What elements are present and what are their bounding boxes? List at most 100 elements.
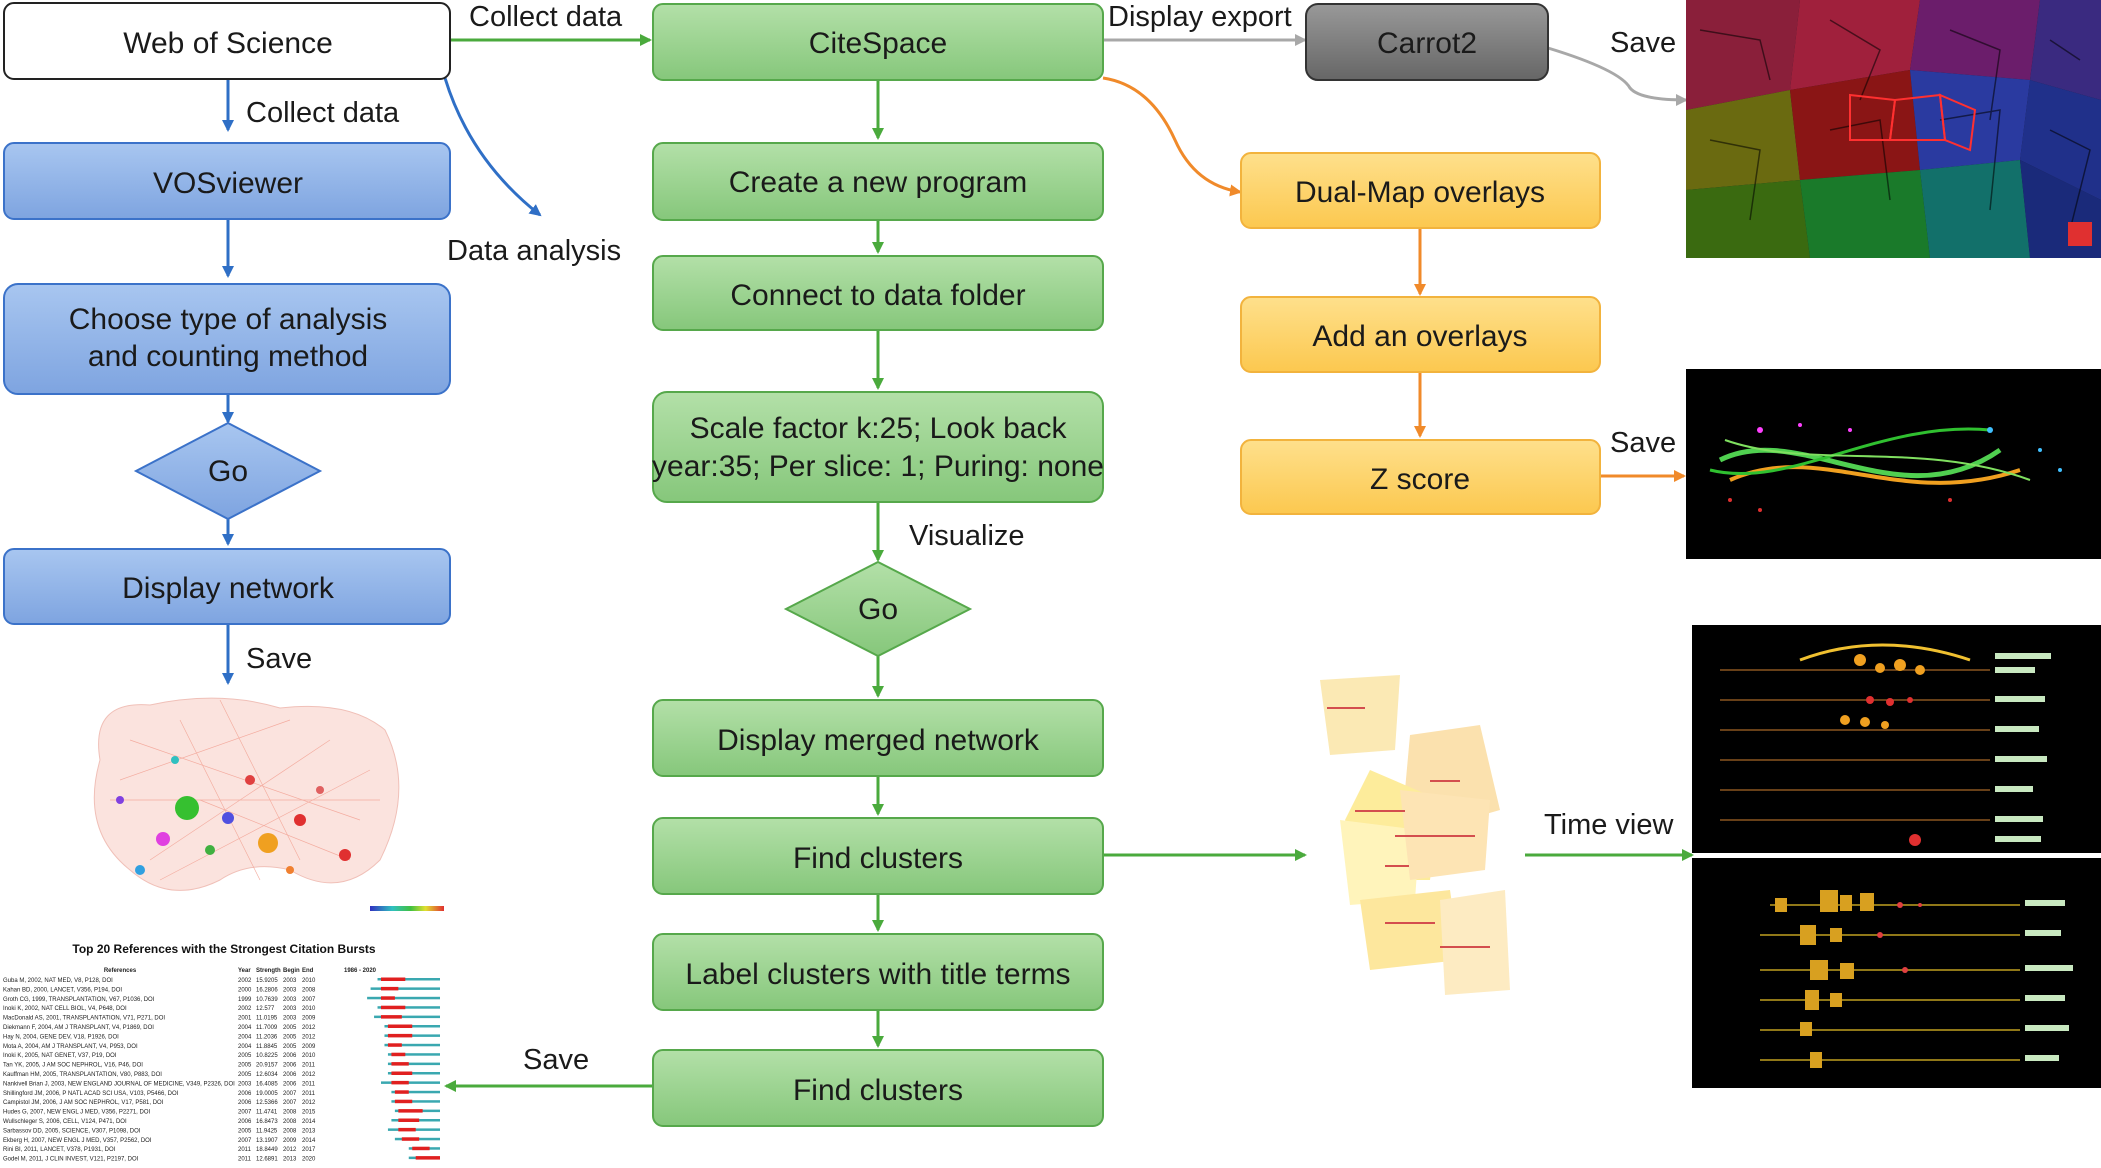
burst-end: 2009 [302, 1044, 316, 1050]
burst-year: 2006 [238, 1119, 252, 1125]
edge-cite-dualmap [1102, 76, 1242, 197]
burst-year: 2000 [238, 987, 252, 993]
node-create-program: Create a new program [652, 142, 1104, 221]
node-vosviewer: VOSviewer [3, 142, 451, 220]
burst-reference: Campistol JM, 2006, J AM SOC NEPHROL, V1… [3, 1100, 164, 1106]
node-citespace: CiteSpace [652, 3, 1104, 81]
node-go-left: Go [133, 421, 323, 521]
burst-year: 2003 [238, 1081, 252, 1087]
burst-reference: Hay N, 2004, GENE DEV, V18, P1926, DOI [3, 1034, 119, 1040]
burst-begin: 2003 [283, 1016, 297, 1022]
burst-begin: 2006 [283, 1072, 297, 1078]
svg-text:Display merged network: Display merged network [717, 724, 1040, 757]
burst-end: 2012 [302, 1025, 316, 1031]
burst-year: 2006 [238, 1091, 252, 1097]
label-save-bursts: Save [523, 1044, 589, 1076]
svg-text:Find clusters: Find clusters [793, 1074, 963, 1107]
burst-strength: 16.8473 [256, 1119, 278, 1125]
burst-strength-bar [394, 1099, 413, 1104]
svg-text:Carrot2: Carrot2 [1377, 27, 1477, 60]
burst-row: Guba M, 2002, NAT MED, V8, P128, DOI 2002… [3, 977, 440, 984]
burst-begin: 2008 [283, 1128, 297, 1134]
burst-timeline-bar [377, 978, 440, 981]
node-web-of-science: Web of Science [3, 2, 451, 80]
burst-end: 2011 [302, 1081, 316, 1087]
burst-row: Nankivell Brian J, 2003, NEW ENGLAND JOU… [3, 1080, 440, 1087]
svg-text:Z score: Z score [1370, 463, 1470, 496]
node-z-score: Z score [1240, 439, 1601, 515]
burst-end: 2011 [302, 1091, 316, 1097]
burst-row: Godel M, 2011, J CLIN INVEST, V121, P219… [3, 1156, 440, 1163]
burst-strength: 16.4085 [256, 1081, 278, 1087]
burst-strength: 19.0005 [256, 1091, 278, 1097]
burst-reference: Guba M, 2002, NAT MED, V8, P128, DOI [3, 978, 113, 984]
burst-year: 2007 [238, 1110, 252, 1116]
burst-row: Campistol JM, 2006, J AM SOC NEPHROL, V1… [3, 1099, 440, 1106]
burst-row: Sarbassov DD, 2005, SCIENCE, V307, P1098… [3, 1127, 440, 1134]
burst-strength-bar [391, 1052, 406, 1057]
burst-strength-bar [412, 1146, 430, 1151]
burst-strength-bar [391, 1080, 409, 1085]
edges [222, 34, 1694, 1092]
svg-text:Add an overlays: Add an overlays [1312, 320, 1527, 353]
burst-row: Kauffman HM, 2005, TRANSPLANTATION, V80,… [3, 1071, 440, 1078]
burst-year: 2001 [238, 1016, 252, 1022]
label-time-view: Time view [1544, 809, 1674, 841]
burst-strength-bar [381, 1015, 402, 1019]
svg-text:Choose type of analysis: Choose type of analysis [69, 303, 388, 336]
burst-timeline-bar [377, 1006, 440, 1009]
node-find-clusters-1: Find clusters [652, 817, 1104, 895]
svg-text:Web of Science: Web of Science [123, 27, 333, 60]
burst-reference: Rini BI, 2011, LANCET, V378, P1931, DOI [3, 1147, 116, 1153]
burst-year: 2011 [238, 1157, 252, 1163]
burst-year: 2002 [238, 978, 252, 984]
burst-header-begin: Begin [283, 968, 300, 974]
burst-reference: Ekberg H, 2007, NEW ENGL J MED, V357, P2… [3, 1138, 152, 1144]
vosviewer-network-thumbnail [93, 697, 444, 911]
burst-year: 2004 [238, 1025, 252, 1031]
burst-year: 2005 [238, 1128, 252, 1134]
carrot2-foamtree-thumbnail [1686, 0, 2101, 258]
burst-end: 2010 [302, 978, 316, 984]
burst-timeline-bar [391, 1090, 440, 1094]
burst-strength: 12.6034 [256, 1072, 278, 1078]
burst-row: Diekmann F, 2004, AM J TRANSPLANT, V4, P… [3, 1024, 440, 1031]
burst-reference: Groth CG, 1999, TRANSPLANTATION, V67, P1… [3, 997, 155, 1003]
burst-year: 2011 [238, 1147, 252, 1153]
burst-begin: 2009 [283, 1138, 297, 1144]
timeline-view-thumbnail-1 [1692, 625, 2101, 853]
burst-reference: Diekmann F, 2004, AM J TRANSPLANT, V4, P… [3, 1025, 154, 1031]
burst-strength-bar [387, 1024, 413, 1028]
burst-strength-bar [415, 1156, 440, 1160]
burst-begin: 2006 [283, 1053, 297, 1059]
label-data-analysis: Data analysis [447, 235, 621, 267]
burst-timeline-bar [374, 1015, 440, 1019]
svg-text:Go: Go [208, 455, 248, 488]
burst-row: Groth CG, 1999, TRANSPLANTATION, V67, P1… [3, 996, 440, 1003]
burst-end: 2012 [302, 1034, 316, 1040]
burst-begin: 2008 [283, 1119, 297, 1125]
burst-row: Wullschleger S, 2006, CELL, V124, P471, … [3, 1118, 440, 1125]
burst-reference: Kauffman HM, 2005, TRANSPLANTATION, V80,… [3, 1072, 162, 1078]
burst-strength: 11.4741 [256, 1110, 278, 1116]
burst-begin: 2006 [283, 1081, 297, 1087]
burst-timeline-bar [391, 1100, 440, 1103]
burst-strength: 15.9205 [256, 978, 278, 984]
burst-strength-bar [381, 977, 406, 981]
burst-year: 1999 [238, 997, 252, 1003]
burst-reference: MacDonald AS, 2001, TRANSPLANTATION, V71… [3, 1016, 165, 1022]
node-display-merged: Display merged network [652, 699, 1104, 777]
burst-header-year: Year [238, 968, 251, 974]
burst-reference: Hudes G, 2007, NEW ENGL J MED, V356, P22… [3, 1110, 151, 1116]
burst-strength-bar [381, 986, 399, 991]
burst-year: 2007 [238, 1138, 252, 1144]
svg-text:Create a new program: Create a new program [729, 166, 1027, 199]
burst-reference: Sarbassov DD, 2005, SCIENCE, V307, P1098… [3, 1128, 141, 1134]
label-save-carrot: Save [1610, 27, 1676, 59]
edge-carrot-save [1547, 46, 1688, 106]
node-connect-folder: Connect to data folder [652, 255, 1104, 331]
burst-reference: Nankivell Brian J, 2003, NEW ENGLAND JOU… [3, 1081, 235, 1087]
burst-end: 2017 [302, 1147, 316, 1153]
